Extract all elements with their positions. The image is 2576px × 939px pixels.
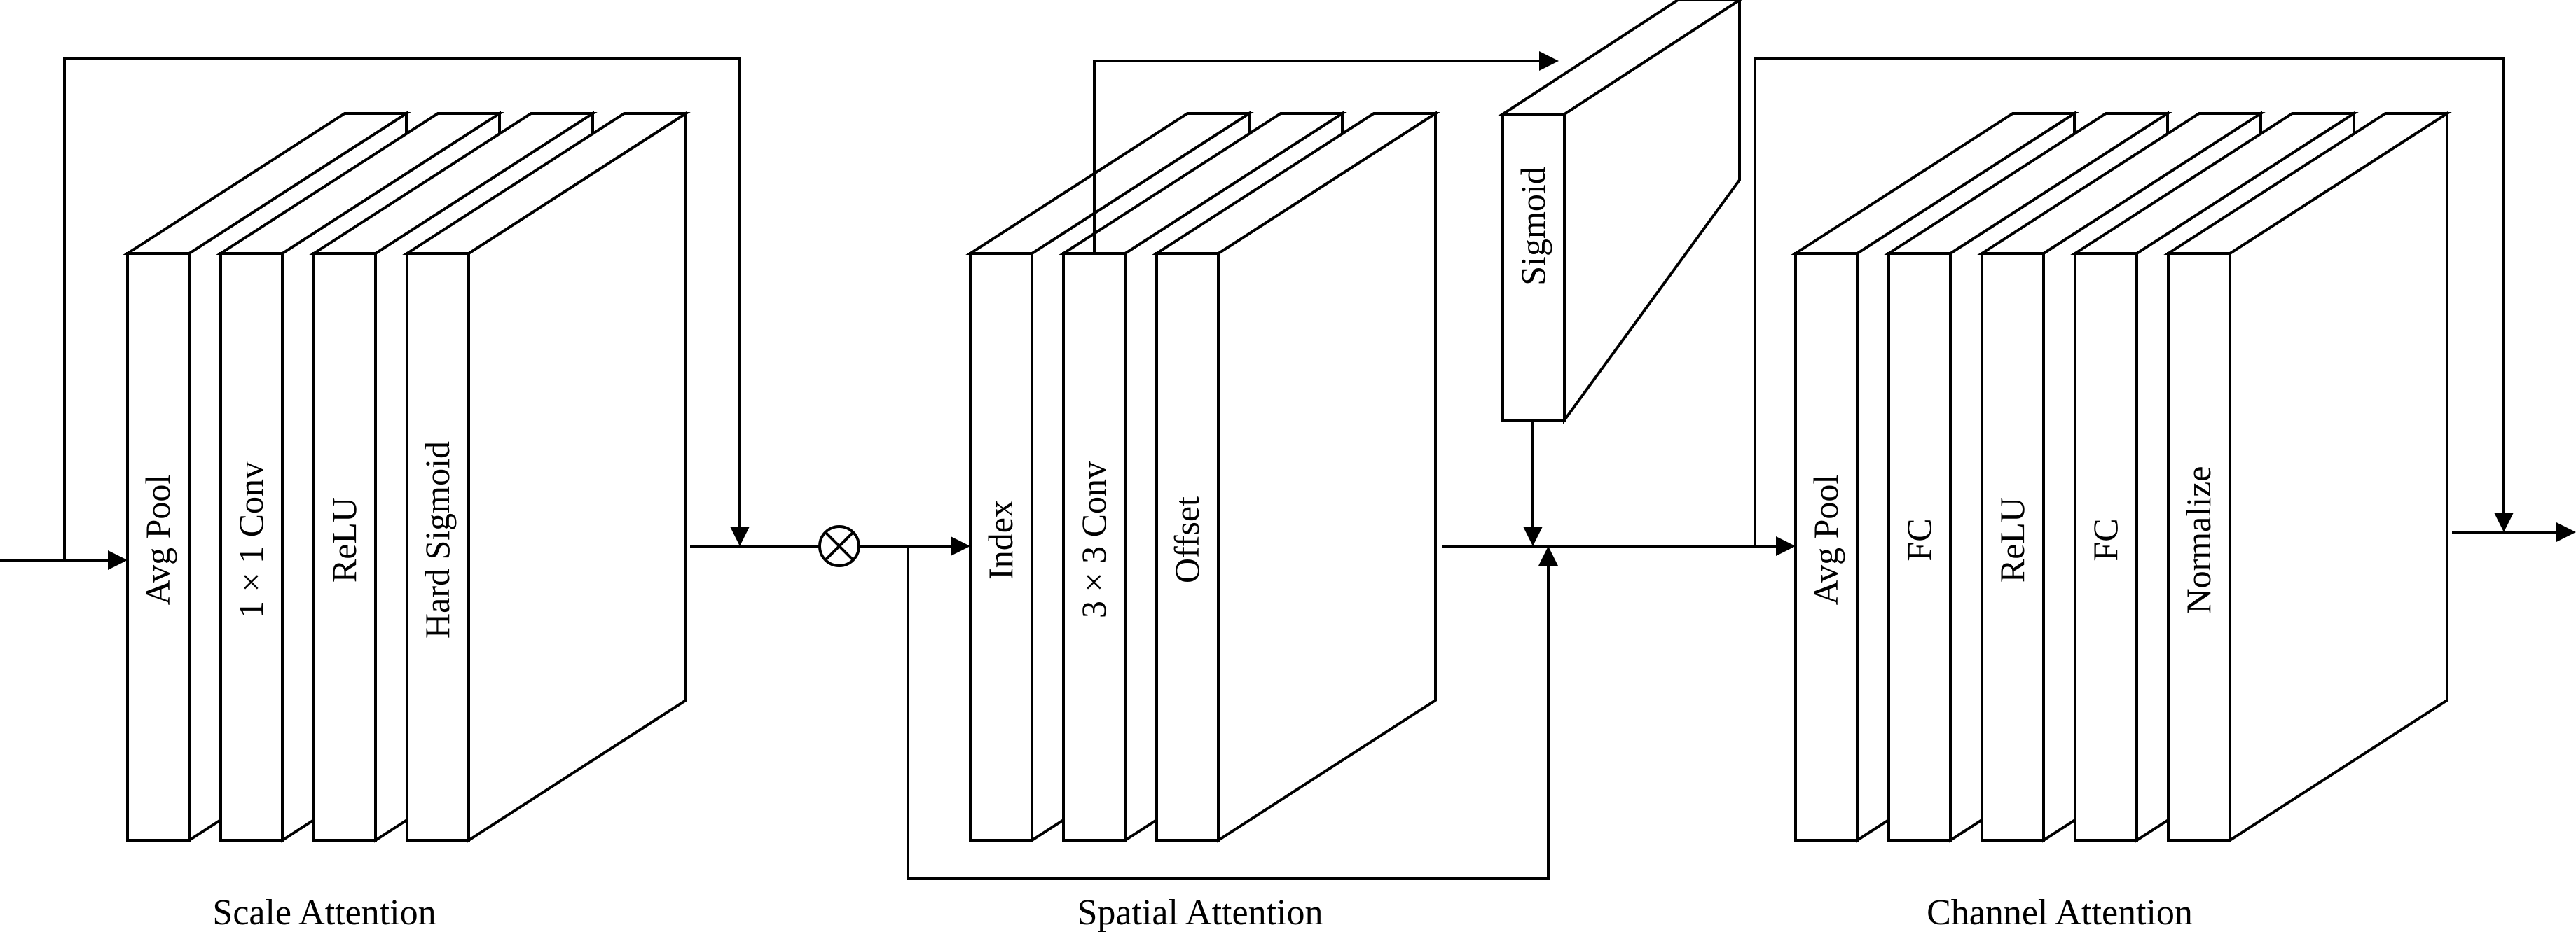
scale-skip-connection	[63, 57, 741, 560]
channel-layer-0-front-face	[1794, 252, 1859, 842]
layer-slabs: Avg Pool 1 × 1 Conv ReLU Hard Sigmoid Index 3…	[123, 0, 2452, 843]
scale-skip-arrowhead	[730, 527, 750, 546]
spatial-layer-2: Offset	[1152, 111, 1440, 843]
spatial-input-arrowhead	[951, 536, 970, 556]
scale-layer-1-front-face	[219, 252, 284, 842]
spatial-layer-1-label: 3 × 3 Conv	[1074, 461, 1113, 618]
scale-layer-0-front-face	[126, 252, 191, 842]
spatial-bypass-arrowhead	[1538, 546, 1558, 566]
scale-layer-3-label: Hard Sigmoid	[418, 441, 457, 639]
channel-skip-connection	[1754, 57, 2505, 546]
scale-layer-1-label: 1 × 1 Conv	[231, 461, 270, 618]
multiply-operator	[818, 525, 860, 567]
spatial-bypass-connection	[907, 546, 1550, 880]
spatial-layer-1-front-face	[1062, 252, 1127, 842]
output-arrowhead	[2556, 522, 2576, 542]
scale-layer-0-label: Avg Pool	[138, 475, 177, 606]
spatial-layer-2-label: Offset	[1167, 496, 1206, 583]
connections	[0, 51, 2576, 880]
channel-skip-arrowhead	[2494, 513, 2514, 532]
channel-layer-1-front-face	[1887, 252, 1952, 842]
sigmoid-block: Sigmoid	[1498, 0, 1742, 425]
section-title-spatial: Spatial Attention	[1077, 893, 1323, 933]
channel-layer-0-label: Avg Pool	[1806, 475, 1845, 606]
spatial-layer-0-front-face	[969, 252, 1033, 842]
channel-layer-1-label: FC	[1899, 518, 1938, 561]
section-title-channel: Channel Attention	[1927, 893, 2193, 933]
scale-layer-3: Hard Sigmoid	[402, 111, 691, 843]
section-title-scale: Scale Attention	[212, 893, 436, 933]
scale-layer-2-front-face	[312, 252, 377, 842]
channel-input-arrowhead	[1776, 536, 1796, 556]
channel-layer-4: Normalize	[2163, 111, 2452, 843]
channel-layer-2-front-face	[1981, 252, 2045, 842]
channel-layer-4-front-face	[2167, 252, 2231, 842]
sigmoid-block-front-face	[1501, 113, 1566, 422]
conv-to-sigmoid-connection	[1093, 60, 1541, 253]
input-arrowhead	[108, 550, 128, 570]
scale-layer-2-label: ReLU	[324, 497, 364, 583]
channel-layer-3-front-face	[2074, 252, 2138, 842]
sigmoid-input-arrowhead	[1539, 51, 1559, 71]
channel-layer-4-label: Normalize	[2179, 466, 2218, 613]
scale-layer-3-front-face	[406, 252, 470, 842]
sigmoid-output-arrowhead	[1523, 527, 1543, 546]
spatial-layer-2-front-face	[1155, 252, 1220, 842]
sigmoid-block-label: Sigmoid	[1513, 167, 1552, 285]
channel-layer-3-label: FC	[2086, 518, 2125, 561]
spatial-layer-0-label: Index	[981, 500, 1020, 580]
channel-layer-2-label: ReLU	[1992, 497, 2032, 583]
